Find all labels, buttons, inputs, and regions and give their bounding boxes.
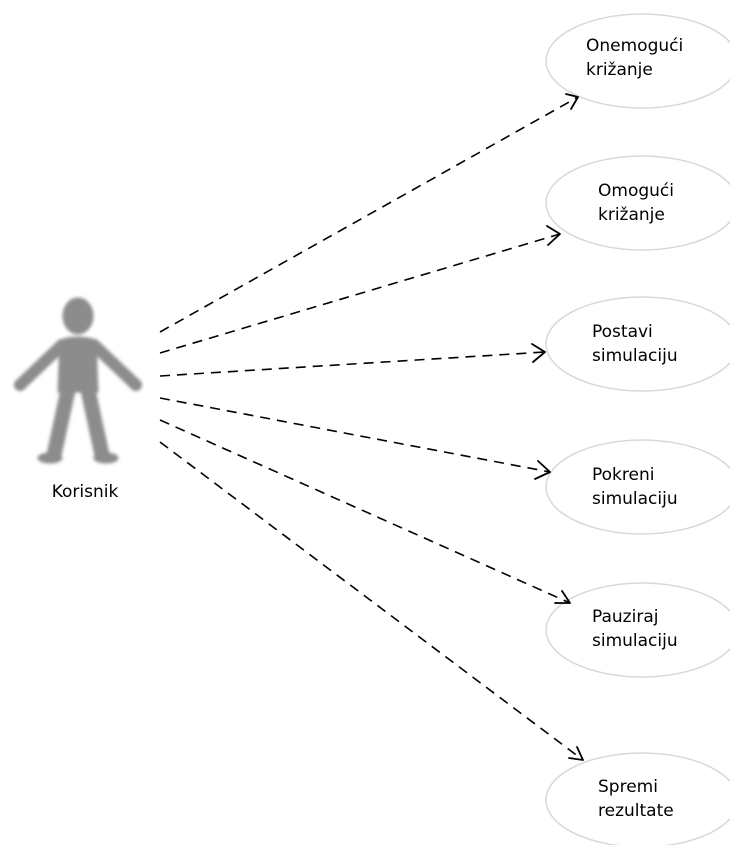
arrowhead-icon [565, 93, 579, 110]
relation-line-2 [159, 233, 561, 354]
arrow-heads [531, 93, 584, 761]
use-case-label-5[interactable]: Pauziraj simulaciju [592, 605, 678, 653]
use-case-label-line1: Onemogući [586, 36, 684, 56]
person-icon [14, 297, 142, 464]
use-case-label-line2: simulaciju [592, 489, 678, 509]
relation-line-5 [159, 419, 571, 604]
relation-line-3 [159, 351, 546, 377]
arrowhead-icon [546, 225, 561, 246]
use-case-label-line2: križanje [598, 205, 665, 225]
relation-line-1 [159, 96, 579, 333]
actor-name: Korisnik [51, 482, 119, 502]
use-case-label-1[interactable]: Onemogući križanje [586, 34, 683, 82]
use-case-label-line1: Spremi [598, 777, 658, 797]
use-case-label-line2: simulaciju [592, 631, 678, 651]
use-case-ellipse-3[interactable] [545, 296, 730, 392]
relation-line-4 [159, 397, 551, 473]
relation-line-6 [159, 441, 584, 761]
arrowhead-icon [531, 343, 546, 363]
relation-lines [159, 96, 584, 761]
use-case-ellipse-6[interactable] [545, 752, 730, 845]
arrowhead-icon [568, 746, 584, 761]
use-case-label-4[interactable]: Pokreni simulaciju [592, 463, 678, 511]
use-case-label-line2: križanje [586, 60, 653, 80]
use-case-label-line1: Pokreni [592, 465, 655, 485]
use-case-label-3[interactable]: Postavi simulaciju [592, 320, 678, 368]
use-case-label-line1: Pauziraj [592, 607, 659, 627]
arrowhead-icon [554, 590, 571, 604]
use-case-ellipse-4[interactable] [545, 439, 730, 535]
use-case-label-line2: simulaciju [592, 346, 678, 366]
use-case-label-line1: Omogući [598, 181, 674, 201]
use-case-label-6[interactable]: Spremi rezultate [598, 775, 674, 823]
use-case-ellipse-5[interactable] [545, 582, 730, 678]
use-case-label-line2: rezultate [598, 801, 674, 821]
use-case-ellipses [545, 13, 730, 845]
arrowhead-icon [534, 460, 551, 480]
use-case-ellipse-1[interactable] [545, 13, 730, 109]
use-case-ellipse-2[interactable] [545, 155, 730, 251]
use-case-label-line1: Postavi [592, 322, 653, 342]
use-case-label-2[interactable]: Omogući križanje [598, 179, 674, 227]
